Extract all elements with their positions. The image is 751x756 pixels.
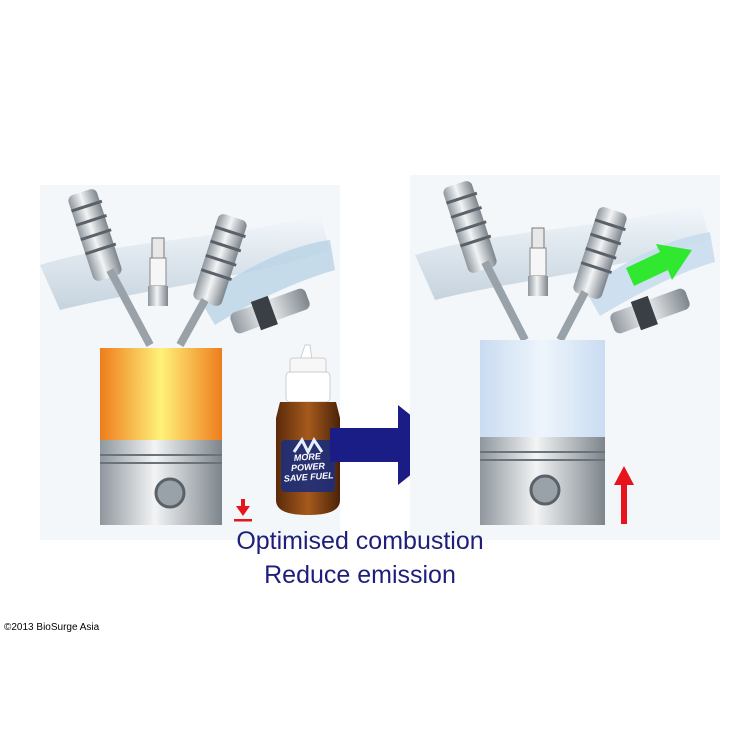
- red-down-arrow-icon: [234, 499, 252, 522]
- green-flow-arrow-icon: [626, 244, 692, 286]
- bottle-cap: [285, 371, 331, 403]
- caption-line-1: Optimised combustion: [236, 527, 484, 555]
- copyright-notice: ©2013 BioSurge Asia: [4, 622, 100, 633]
- right-engine: [410, 175, 720, 540]
- left-valve-stem-2: [176, 298, 209, 347]
- left-exhaust-pipe: [200, 240, 335, 325]
- additive-bottle: [276, 344, 340, 515]
- right-spark-plug: [528, 227, 548, 296]
- left-valve-spring-2: [193, 214, 247, 306]
- right-valve-spring-1: [443, 181, 497, 273]
- left-intake-pipe: [40, 215, 330, 310]
- left-fuel-injector: [230, 288, 310, 334]
- red-up-arrow-icon: [614, 466, 634, 524]
- right-valve-stem-2: [556, 290, 589, 342]
- right-valve-stem-1: [481, 260, 529, 342]
- right-fuel-injector: [610, 288, 690, 334]
- bottle-label: [281, 440, 335, 492]
- right-piston-pin: [529, 474, 561, 506]
- left-piston-pin: [154, 477, 186, 509]
- left-valve-stem-1: [106, 268, 154, 347]
- bottle-logo: [292, 437, 324, 456]
- left-combustion-chamber: [100, 348, 222, 443]
- caption-line-2: Reduce emission: [264, 561, 456, 589]
- right-combustion-chamber: [480, 340, 605, 440]
- right-valve-spring-2: [573, 207, 627, 299]
- bottle-label-text: MORE POWER SAVE FUEL: [277, 450, 339, 484]
- left-spark-plug: [148, 237, 168, 306]
- left-valve-spring-1: [68, 189, 122, 281]
